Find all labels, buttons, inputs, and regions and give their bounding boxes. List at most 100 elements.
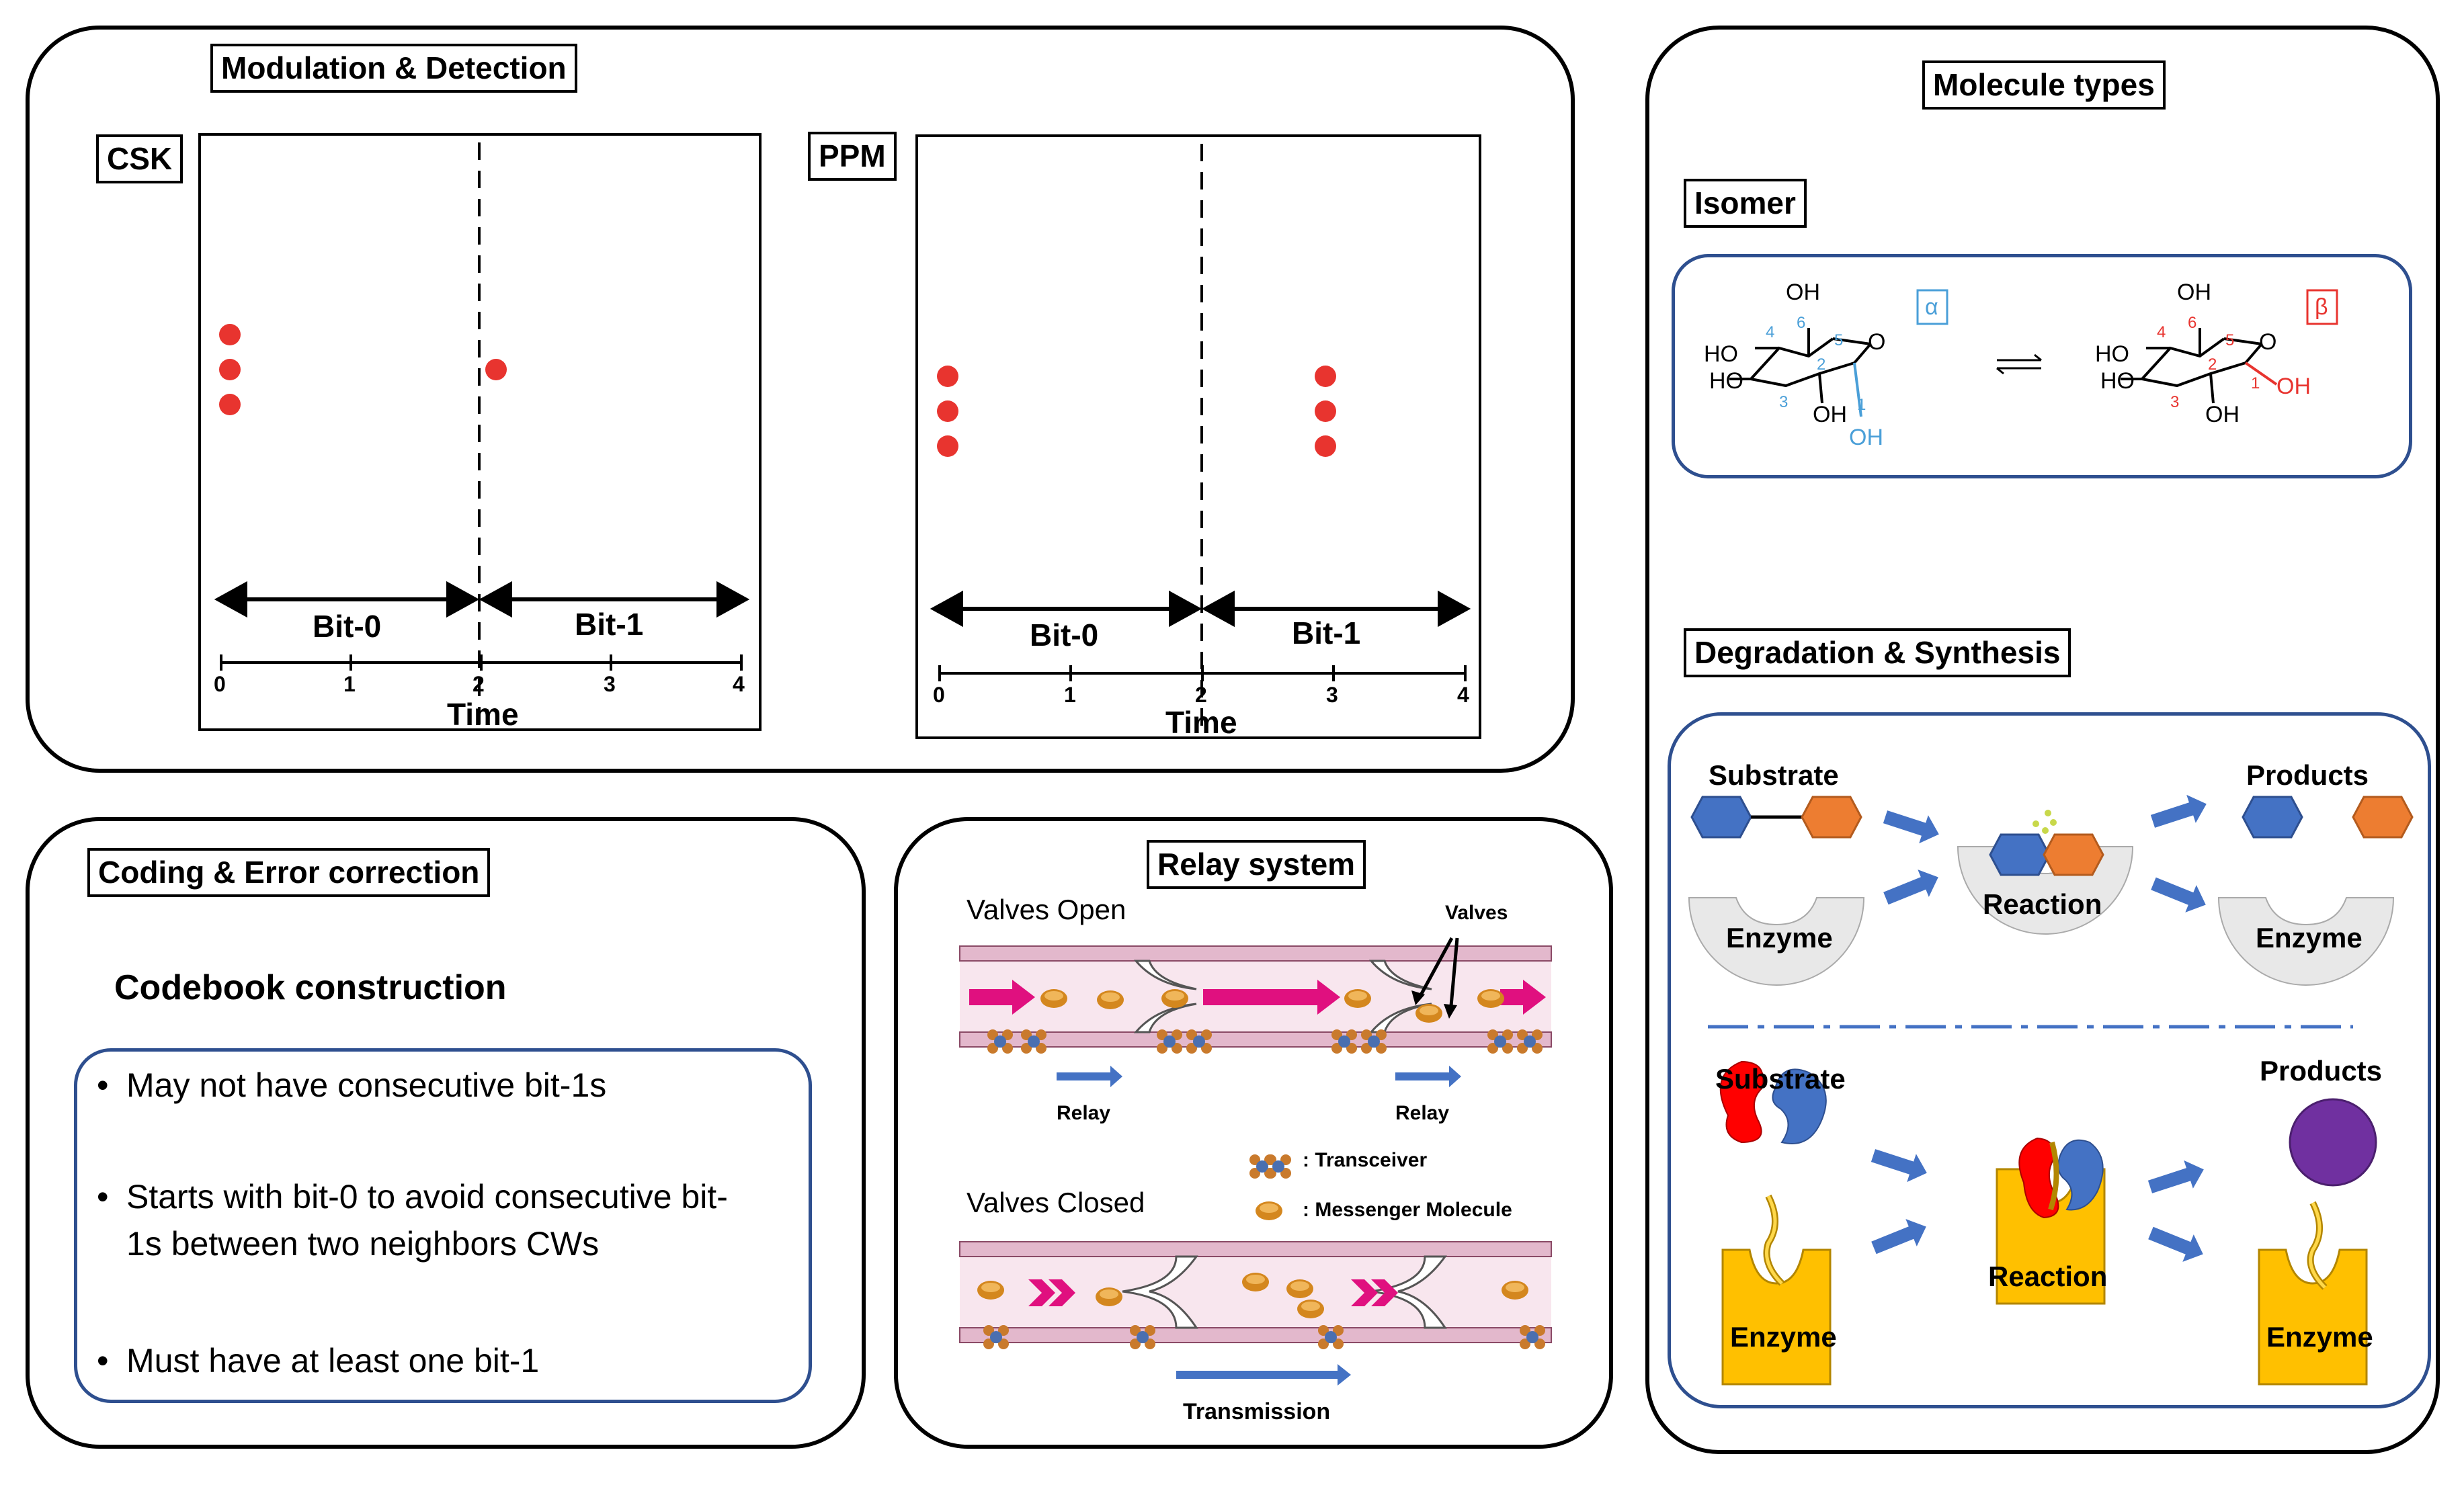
alpha-ho-4: HO [1704, 341, 1738, 367]
substrate-label-top: Substrate [1709, 759, 1839, 791]
beta-label: β [2315, 294, 2328, 320]
beta-num-3: 3 [2170, 393, 2179, 411]
ppm-bit1-label: Bit-1 [1292, 616, 1361, 650]
alpha-label-box [1916, 289, 1948, 325]
reaction-byproduct-dots [2032, 810, 2057, 834]
ppm-bit1-dot-1 [1315, 366, 1336, 387]
csk-tick-1: 1 [343, 672, 356, 696]
reaction-label-top: Reaction [1983, 888, 2102, 920]
ppm-xlabel: Time [1165, 705, 1237, 740]
degradation-title: Degradation & Synthesis [1684, 628, 2071, 677]
ppm-tick-0: 0 [933, 683, 945, 707]
relay-open-vessel [959, 937, 1552, 1087]
codebook-rule-2-cont: 1s between two neighbors CWs [126, 1225, 600, 1263]
product-hex-blue [2242, 796, 2303, 839]
csk-bit1-label: Bit-1 [575, 607, 644, 642]
equilibrium-arrows [1996, 353, 2042, 375]
ppm-label: PPM [808, 132, 897, 181]
ppm-plot-frame [915, 134, 1481, 739]
ppm-bit0-arrow [930, 590, 1202, 628]
beta-oh-2: OH [2205, 402, 2240, 427]
arrow-substrate-to-reaction-2 [1868, 1141, 1932, 1187]
beta-o-ring: O [2259, 329, 2276, 355]
csk-bit0-label: Bit-0 [313, 609, 382, 644]
csk-tick-2: 2 [473, 672, 485, 696]
enzyme-label-top-left: Enzyme [1726, 922, 1833, 953]
csk-xlabel: Time [447, 697, 519, 732]
beta-num-4: 4 [2157, 323, 2166, 341]
beta-oh-6: OH [2177, 280, 2211, 305]
codebook-rule-2: Starts with bit-0 to avoid consecutive b… [97, 1177, 728, 1216]
enzyme-yellow-left [1721, 1248, 1832, 1386]
alpha-ho-3: HO [1709, 368, 1743, 394]
transmission-label: Transmission [1183, 1399, 1331, 1425]
csk-bit0-dot-1 [219, 324, 241, 345]
ppm-tick-2: 2 [1195, 683, 1207, 707]
alpha-num-5: 5 [1834, 331, 1843, 349]
arrow-enzyme-to-reaction-2 [1868, 1213, 1932, 1262]
ppm-plot [930, 144, 1471, 738]
ppm-bit0-label: Bit-0 [1030, 618, 1099, 652]
alpha-num-2: 2 [1817, 355, 1825, 374]
beta-label-box [2306, 289, 2338, 325]
transceiver-legend-icon [1249, 1154, 1291, 1179]
relay-label-2: Relay [1395, 1102, 1450, 1124]
enzyme-label-top-right: Enzyme [2256, 922, 2363, 953]
ppm-bit0-dot-2 [937, 400, 958, 422]
csk-bit1-dot-1 [485, 359, 507, 380]
messenger-legend: : Messenger Molecule [1303, 1199, 1512, 1221]
alpha-label: α [1925, 294, 1938, 320]
reaction-substrate-pair [2018, 1137, 2104, 1219]
beta-oh-1: OH [2276, 374, 2311, 399]
relay-title: Relay system [1147, 840, 1366, 889]
arrow-enzyme-to-reaction [1880, 863, 1944, 913]
csk-tick-0: 0 [214, 672, 226, 696]
relay-panel [894, 817, 1613, 1449]
alpha-glucose-ring [1729, 328, 1872, 404]
csk-tick-3: 3 [604, 672, 616, 696]
substrate-linked-hexes [1690, 796, 1862, 839]
csk-label: CSK [96, 134, 183, 183]
alpha-o-ring: O [1868, 329, 1885, 355]
isomer-title: Isomer [1684, 179, 1807, 228]
codebook-heading: Codebook construction [114, 968, 507, 1007]
alpha-oh-2: OH [1813, 402, 1847, 427]
alpha-num-3: 3 [1779, 393, 1788, 411]
reaction-label-bottom: Reaction [1988, 1261, 2108, 1292]
ppm-tick-4: 4 [1457, 683, 1469, 707]
ppm-bit1-dot-2 [1315, 400, 1336, 422]
valves-label: Valves [1445, 902, 1508, 924]
molecules-title: Molecule types [1922, 60, 2166, 110]
csk-time-axis [220, 654, 743, 671]
alpha-oh-1: OH [1849, 425, 1883, 450]
relay-closed-vessel [959, 1241, 1552, 1386]
beta-num-6: 6 [2188, 314, 2196, 332]
products-label-top: Products [2246, 759, 2369, 791]
ppm-tick-1: 1 [1064, 683, 1076, 707]
beta-ho-3: HO [2100, 368, 2135, 394]
ppm-bit1-dot-3 [1315, 435, 1336, 457]
reaction-hex-blue [1989, 833, 2051, 876]
product-hex-orange [2352, 796, 2414, 839]
codebook-rule-3: Must have at least one bit-1 [97, 1341, 539, 1380]
alpha-oh-6: OH [1786, 280, 1820, 305]
product-purple [2289, 1098, 2377, 1187]
valves-closed-label: Valves Closed [967, 1187, 1145, 1218]
isomer-structures: OH HO HO O OH OH 6 5 4 3 2 1 α OH HO HO … [1704, 280, 2338, 450]
csk-bit1-arrow [479, 581, 750, 618]
alpha-num-6: 6 [1797, 314, 1805, 332]
csk-plot [214, 142, 750, 730]
ppm-time-axis [938, 665, 1467, 681]
ppm-bit0-dot-1 [937, 366, 958, 387]
modulation-title: Modulation & Detection [210, 44, 577, 93]
beta-num-5: 5 [2225, 331, 2234, 349]
enzyme-label-bottom-right: Enzyme [2266, 1321, 2373, 1353]
coding-title: Coding & Error correction [87, 848, 491, 897]
csk-bit0-arrow [214, 581, 480, 618]
substrate-label-bottom: Substrate [1715, 1063, 1846, 1095]
substrate-pair [1719, 1060, 1827, 1144]
csk-tick-4: 4 [733, 672, 745, 696]
alpha-num-4: 4 [1766, 323, 1774, 341]
beta-num-1: 1 [2251, 374, 2260, 392]
messenger-legend-icon [1256, 1201, 1282, 1220]
